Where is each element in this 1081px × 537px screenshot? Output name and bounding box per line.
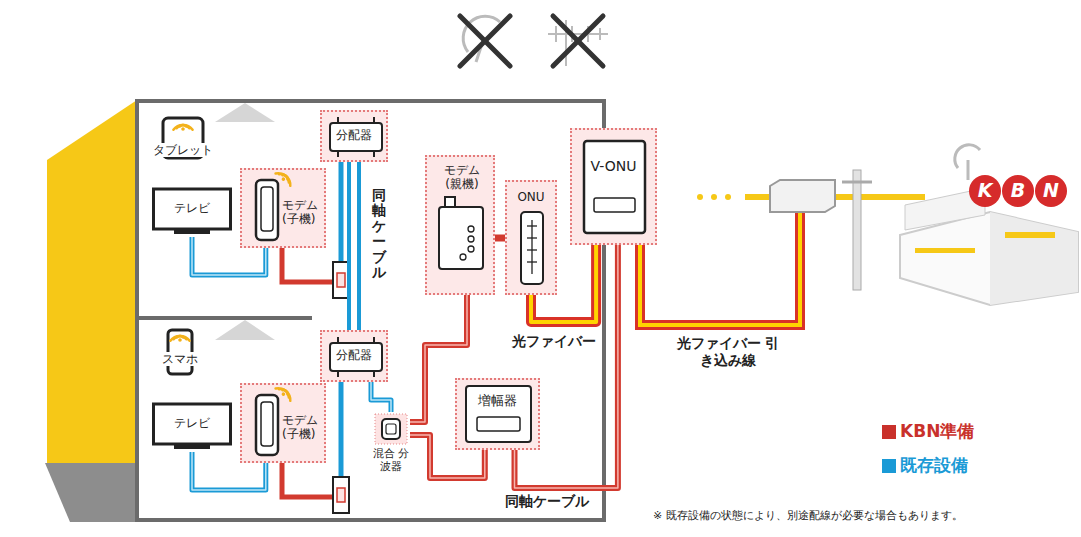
- node-label: 分配器: [322, 128, 386, 142]
- amplifier-drawing: [457, 380, 538, 448]
- kbn-building: [900, 145, 1078, 305]
- cable-connector: [495, 238, 505, 239]
- modem-child: モデム (子機): [240, 168, 326, 248]
- cable-label: 同軸ケーブル: [372, 188, 386, 280]
- pole-arm: [842, 181, 872, 184]
- logo-letter: K: [970, 179, 1000, 202]
- node-label: 混合 分波器: [372, 447, 410, 473]
- diplexer: 混合 分波器: [372, 412, 410, 478]
- cable-line: [347, 162, 361, 330]
- amplifier: 増幅器: [455, 378, 540, 450]
- onu: ONU: [505, 180, 557, 295]
- fiber-drop: [640, 212, 800, 325]
- node-label: タブレット: [150, 143, 216, 157]
- tablet-icon: タブレット: [150, 117, 216, 163]
- splitter: 分配器: [320, 330, 388, 382]
- footnote: ※ 既存設備の状態により、別途配線が必要な場合もあります。: [653, 509, 963, 522]
- v-onu-drawing: [572, 130, 655, 243]
- v-onu: V-ONU: [570, 128, 657, 245]
- node-label: テレビ: [152, 416, 232, 430]
- outlet-port: [337, 273, 345, 287]
- cable-connector: [354, 162, 355, 330]
- legend-swatch: [882, 425, 896, 439]
- cable-line: [495, 235, 505, 242]
- cable-label: 光ファイバー: [512, 333, 596, 350]
- utility-pole: [853, 170, 861, 290]
- node-label: 分配器: [322, 348, 386, 362]
- building-outline: [137, 101, 604, 520]
- legend-swatch: [882, 459, 896, 473]
- cable-label: 光ファイバー 引き込み線: [676, 335, 780, 369]
- legend-row: KBN準備: [882, 420, 974, 443]
- tv-icon: テレビ: [152, 187, 232, 237]
- node-label: モデム (親機): [439, 163, 485, 192]
- coax-wire: [282, 248, 336, 282]
- legend-text: KBN準備: [900, 420, 974, 443]
- cable-line: [371, 382, 391, 412]
- logo-letter: N: [1036, 179, 1066, 202]
- cable-line: [371, 382, 391, 412]
- node-label: テレビ: [152, 201, 232, 215]
- coax-wire: [282, 463, 336, 497]
- outlet-port: [337, 488, 345, 502]
- logo-letter: B: [1003, 179, 1033, 202]
- coax-wire: [339, 382, 344, 479]
- smartphone-icon: スマホ: [150, 328, 210, 380]
- node-label: スマホ: [150, 352, 210, 366]
- closure-box: [770, 180, 835, 212]
- modem-parent: モデム (親機): [425, 155, 495, 295]
- wall-outlet: [333, 477, 349, 513]
- floor-line: [137, 316, 312, 320]
- node-label: V-ONU: [572, 158, 655, 175]
- fiber-drop: [640, 212, 800, 325]
- tv-icon: テレビ: [152, 402, 232, 452]
- node-label: 増幅器: [457, 393, 538, 409]
- legend-text: 既存設備: [900, 454, 968, 477]
- building-side: [47, 100, 137, 463]
- coax-wire: [339, 162, 344, 264]
- wall-outlet: [333, 262, 349, 298]
- cable-connector: [371, 382, 391, 412]
- antenna-crossed: [460, 16, 608, 66]
- legend-row: 既存設備: [882, 454, 968, 477]
- floor-shadow: [45, 463, 137, 522]
- node-label: モデム (子機): [282, 198, 326, 227]
- cable-line: [351, 162, 357, 330]
- modem-child: モデム (子機): [240, 383, 326, 463]
- node-label: ONU: [507, 190, 555, 204]
- node-label: モデム (子機): [282, 413, 326, 442]
- ceiling-lamp: [215, 103, 275, 122]
- cable-label: 同軸ケーブル: [505, 493, 589, 510]
- ceiling-lamp: [215, 320, 275, 340]
- splitter: 分配器: [320, 110, 388, 162]
